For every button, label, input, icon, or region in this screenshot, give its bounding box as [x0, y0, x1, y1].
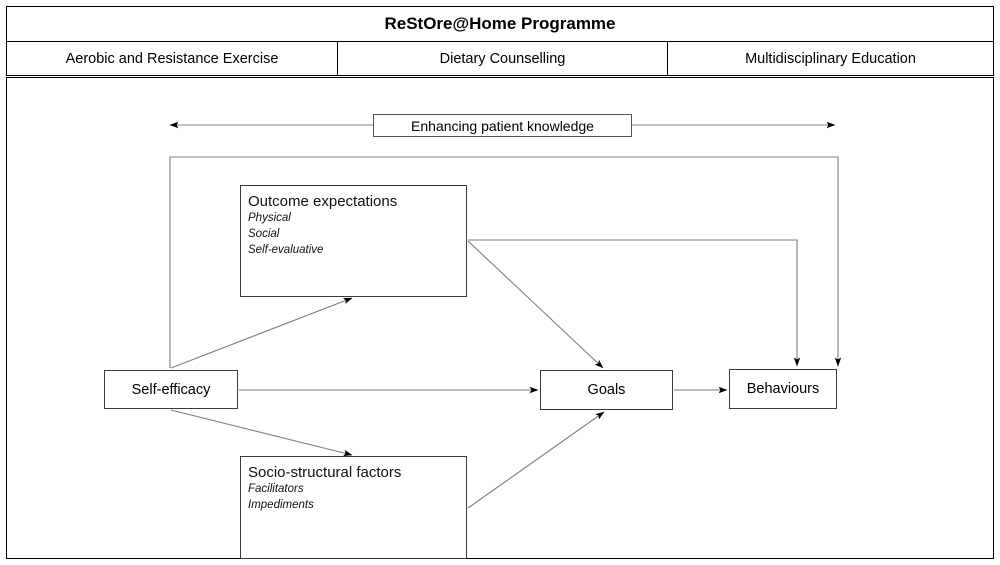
node-goals: Goals: [540, 370, 673, 410]
node-socio-item-impediments: Impediments: [248, 499, 314, 512]
programme-header-table: ReStOre@Home Programme Aerobic and Resis…: [6, 6, 994, 76]
node-outcome-title: Outcome expectations: [248, 193, 398, 210]
node-knowledge-label: Enhancing patient knowledge: [411, 117, 594, 134]
node-socio-title: Socio-structural factors: [248, 464, 402, 481]
node-self-efficacy-label: Self-efficacy: [131, 381, 211, 398]
node-behaviours-label: Behaviours: [746, 381, 820, 397]
header-cell-dietary: Dietary Counselling: [338, 42, 668, 76]
node-outcome-expectations: Outcome expectations Physical Social Sel…: [240, 185, 467, 297]
node-outcome-item-physical: Physical: [248, 212, 291, 225]
header-cell-exercise: Aerobic and Resistance Exercise: [7, 42, 338, 76]
programme-component-row: Aerobic and Resistance Exercise Dietary …: [7, 42, 993, 76]
node-socio-structural-factors: Socio-structural factors Facilitators Im…: [240, 456, 467, 559]
diagram-frame: [6, 77, 994, 559]
node-enhancing-patient-knowledge: Enhancing patient knowledge: [373, 114, 632, 137]
node-outcome-item-self-evaluative: Self-evaluative: [248, 243, 324, 256]
header-cell-education: Multidisciplinary Education: [745, 51, 916, 67]
node-self-efficacy: Self-efficacy: [104, 370, 238, 409]
node-socio-item-facilitators: Facilitators: [248, 483, 304, 496]
page-title: ReStOre@Home Programme: [7, 7, 993, 42]
node-behaviours: Behaviours: [729, 369, 837, 409]
node-outcome-item-social: Social: [248, 228, 280, 241]
node-goals-label: Goals: [587, 382, 626, 398]
